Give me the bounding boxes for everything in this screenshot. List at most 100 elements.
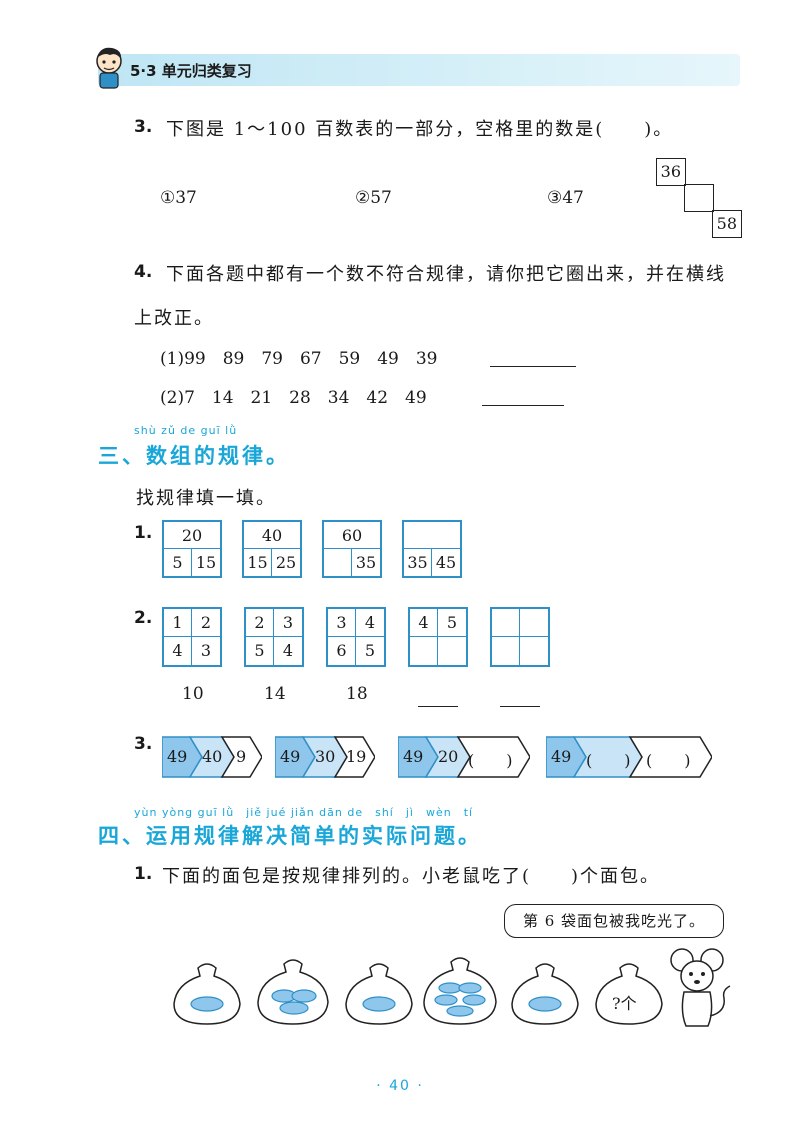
q3-option-1: ①37: [160, 188, 197, 208]
s4-q1-number: 1.: [134, 864, 153, 884]
number-group-1: 20 5 15: [162, 520, 222, 578]
q4-answer-line-2[interactable]: [482, 405, 564, 406]
cell: 2: [246, 609, 274, 637]
q4-line1: 下面各题中都有一个数不符合规律，请你把它圈出来，并在横线: [166, 264, 726, 285]
chain4-a: 49: [551, 747, 572, 766]
q3-text: 下图是 1～100 百数表的一部分，空格里的数是( )。: [166, 119, 674, 140]
group-bottom-right: 35: [355, 553, 377, 572]
chain3-b: 20: [438, 747, 459, 766]
sum-answer-line-1[interactable]: [418, 706, 458, 707]
q4-sub2: (2)7 14 21 28 34 42 49: [160, 388, 427, 408]
cell: 5: [364, 641, 376, 660]
cell: 3: [274, 609, 302, 637]
square-group-5: [490, 607, 550, 667]
empty-bread-bag-icon: [595, 963, 663, 1025]
sum-answer-line-2[interactable]: [500, 706, 540, 707]
group-bottom-left: 35: [404, 549, 432, 576]
cell: 2: [192, 609, 220, 637]
arrow-chain-3: [398, 736, 530, 778]
q3-number: 3.: [134, 117, 153, 137]
table-cell-36: 36: [656, 158, 686, 186]
cell: 6: [328, 637, 356, 665]
square-group-2: 2 3 5 4: [244, 607, 304, 667]
section3-instruction: 找规律填一填。: [136, 488, 276, 509]
chain2-c: 19: [346, 747, 367, 766]
chain2-a: 49: [280, 747, 301, 766]
arrow-chain-2: [275, 736, 375, 778]
q4-line2: 上改正。: [134, 308, 214, 329]
number-group-4: 35 45: [402, 520, 462, 578]
q4-number: 4.: [134, 262, 153, 282]
cell: 3: [328, 609, 356, 637]
mouse-speech-bubble: 第 6 袋面包被我吃光了。: [504, 904, 724, 938]
sum-3: 18: [346, 684, 368, 704]
chain2-b: 30: [315, 747, 336, 766]
chain1-c: 9: [236, 747, 247, 766]
section3-title: 三、数组的规律。: [98, 444, 290, 468]
cell: 4: [410, 609, 438, 637]
blank-cell[interactable]: [492, 637, 520, 665]
q4-sub1: (1)99 89 79 67 59 49 39: [160, 349, 438, 369]
bread-bag-icon: [511, 963, 579, 1025]
chain3-a: 49: [403, 747, 424, 766]
number-group-2: 40 15 25: [242, 520, 302, 578]
blank-cell[interactable]: [410, 637, 438, 665]
group-top: 20: [164, 522, 220, 549]
s3-p2-number: 2.: [134, 608, 153, 628]
bag-unknown-label: ?个: [612, 994, 637, 1013]
mascot-icon: [96, 47, 122, 89]
group-top: 40: [244, 522, 300, 549]
s3-p3-number: 3.: [134, 734, 153, 754]
group-bottom-left-blank[interactable]: [324, 549, 352, 576]
chain4-blank-1[interactable]: ( ): [586, 751, 631, 770]
group-bottom-left: 15: [244, 549, 272, 576]
chain3-blank[interactable]: ( ): [468, 751, 513, 770]
square-group-1: 1 2 4 3: [162, 607, 222, 667]
cell: 4: [356, 609, 384, 637]
s3-p1-number: 1.: [134, 523, 153, 543]
number-group-3: 60 35: [322, 520, 382, 578]
section4-pinyin: yùn yòng guī lǜ jiě jué jiǎn dān de shí …: [134, 806, 474, 819]
mouse-icon: [670, 948, 731, 1027]
header-band: [98, 54, 740, 86]
bread-bag-icon: [173, 963, 241, 1025]
s4-q1-text: 下面的面包是按规律排列的。小老鼠吃了( )个面包。: [162, 866, 661, 887]
chain1-a: 49: [167, 747, 188, 766]
group-bottom-left: 5: [164, 549, 192, 576]
blank-cell[interactable]: [520, 609, 548, 637]
q4-answer-line-1[interactable]: [490, 366, 576, 367]
table-cell-58: 58: [712, 210, 742, 238]
header-title: 5·3 单元归类复习: [130, 62, 252, 80]
blank-cell[interactable]: [492, 609, 520, 637]
group-bottom-right: 15: [195, 553, 217, 572]
square-group-3: 3 4 6 5: [326, 607, 386, 667]
group-top-blank[interactable]: [404, 522, 460, 549]
blank-cell[interactable]: [438, 637, 466, 665]
arrow-chain-1: [162, 736, 262, 778]
group-bottom-right: 25: [275, 553, 297, 572]
chain4-blank-2[interactable]: ( ): [646, 751, 691, 770]
bread-bag-icon: [345, 963, 413, 1025]
page-number: · 40 ·: [376, 1078, 424, 1094]
cell: 4: [164, 637, 192, 665]
sum-1: 10: [182, 684, 204, 704]
table-cell-blank: [684, 184, 714, 212]
q3-option-2: ②57: [355, 188, 392, 208]
bread-bag-icon: [257, 959, 329, 1025]
arrow-chain-4: [546, 736, 712, 778]
cell: 5: [438, 609, 466, 637]
cell: 1: [164, 609, 192, 637]
group-bottom-right: 45: [435, 553, 457, 572]
cell: 3: [200, 641, 212, 660]
blank-cell[interactable]: [520, 637, 548, 665]
section4-title: 四、运用规律解决简单的实际问题。: [98, 824, 482, 848]
chain1-b: 40: [202, 747, 223, 766]
group-top: 60: [324, 522, 380, 549]
bread-bag-icon: [423, 957, 497, 1025]
square-group-4: 4 5: [408, 607, 468, 667]
section3-pinyin: shù zǔ de guī lǜ: [134, 424, 238, 437]
cell: 4: [282, 641, 294, 660]
q3-option-3: ③47: [547, 188, 584, 208]
cell: 5: [246, 637, 274, 665]
sum-2: 14: [264, 684, 286, 704]
